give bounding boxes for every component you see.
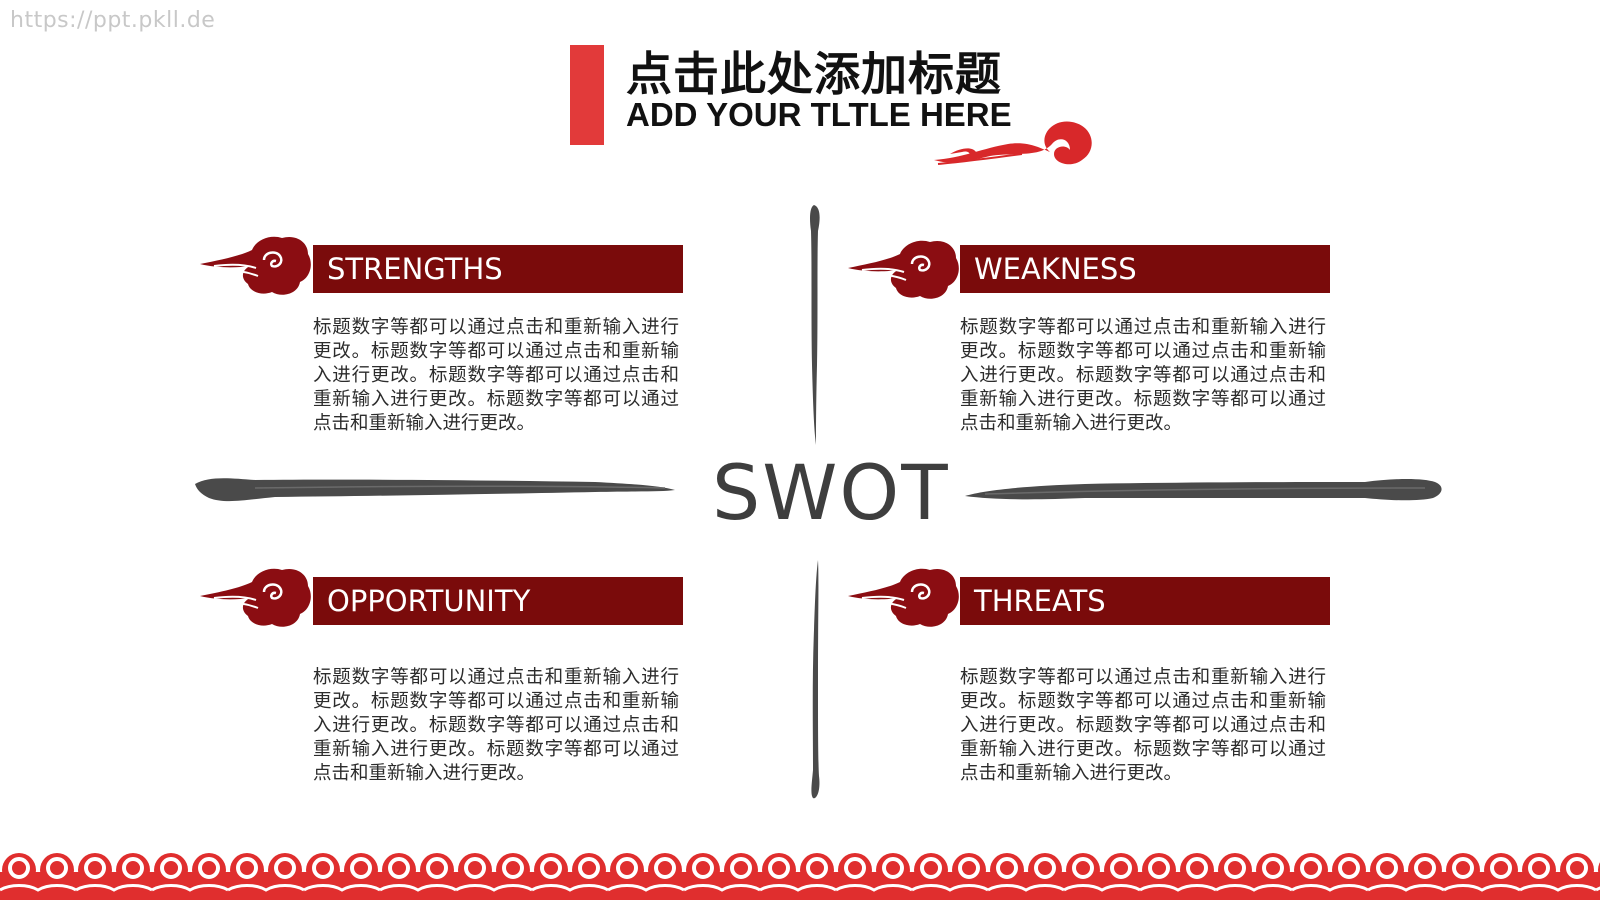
strengths-description[interactable]: 标题数字等都可以通过点击和重新输入进行更改。标题数字等都可以通过点击和重新输入进…	[313, 317, 679, 434]
cloud-pattern-band	[0, 842, 1600, 900]
threats-description[interactable]: 标题数字等都可以通过点击和重新输入进行更改。标题数字等都可以通过点击和重新输入进…	[960, 667, 1326, 784]
vertical-brush-bottom	[811, 560, 820, 799]
opportunity-label[interactable]: OPPORTUNITY	[313, 577, 683, 625]
strengths-label[interactable]: STRENGTHS	[313, 245, 683, 293]
auspicious-cloud-icon	[200, 568, 311, 627]
swot-center-label: SWOT	[712, 448, 950, 537]
title-cloud-icon	[934, 121, 1092, 165]
opportunity-description[interactable]: 标题数字等都可以通过点击和重新输入进行更改。标题数字等都可以通过点击和重新输入进…	[313, 667, 679, 784]
watermark-text: https://ppt.pkll.de	[10, 8, 216, 33]
auspicious-cloud-icon	[200, 236, 311, 295]
auspicious-cloud-icon	[848, 240, 959, 299]
horizontal-brush-left	[195, 478, 675, 502]
page-title-chinese[interactable]: 点击此处添加标题	[626, 47, 1002, 101]
title-accent-bar	[570, 45, 604, 145]
weakness-label[interactable]: WEAKNESS	[960, 245, 1330, 293]
threats-label[interactable]: THREATS	[960, 577, 1330, 625]
weakness-description[interactable]: 标题数字等都可以通过点击和重新输入进行更改。标题数字等都可以通过点击和重新输入进…	[960, 317, 1326, 434]
horizontal-brush-right	[965, 479, 1442, 501]
vertical-brush-top	[810, 205, 820, 445]
auspicious-cloud-icon	[848, 568, 959, 627]
page-title-english[interactable]: ADD YOUR TLTLE HERE	[626, 96, 1012, 133]
